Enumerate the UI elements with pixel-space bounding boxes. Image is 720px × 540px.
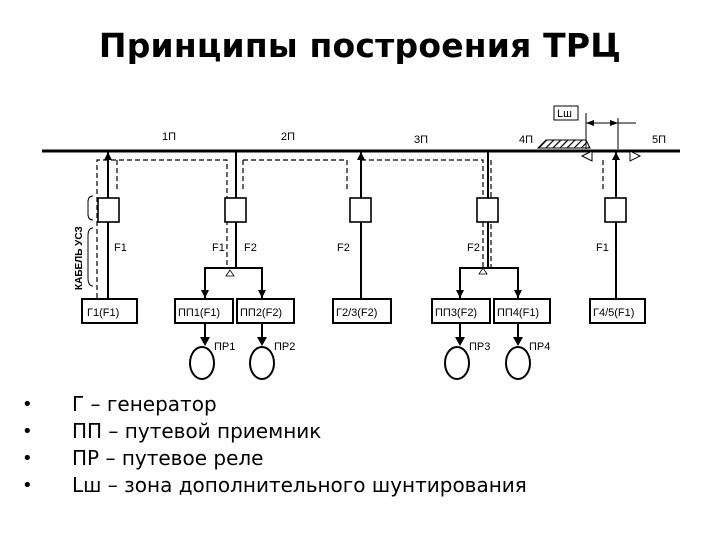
trc-circuit-diagram: 1П 2П 3П 4П 5П Lш КАБЕЛЬ УСЗ	[42, 105, 680, 380]
legend-list: •Г – генератор •ПП – путевой приемник •П…	[22, 391, 527, 499]
receiver-splits	[204, 267, 519, 298]
relay-arrow-2	[257, 337, 267, 346]
legend-item: •Г – генератор	[22, 392, 217, 416]
relay-label-4: ПР4	[529, 341, 550, 353]
relay-label-1: ПР1	[214, 341, 235, 353]
equipment-boxes	[81, 298, 646, 324]
f1-label-g1: F1	[114, 242, 127, 254]
cable-label: КАБЕЛЬ УСЗ	[74, 226, 85, 290]
box-pp4: ПП4(F1)	[497, 307, 539, 319]
legend-text: Lш – зона дополнительного шунтирования	[72, 473, 527, 497]
box-pp3: ПП3(F2)	[435, 307, 477, 319]
f2-label-pp2: F2	[244, 242, 257, 254]
relay-label-2: ПР2	[274, 341, 295, 353]
arrow-up-g1	[104, 152, 112, 160]
legend-item: •Lш – зона дополнительного шунтирования	[22, 473, 527, 497]
section-label-4p: 4П	[519, 134, 533, 146]
arrow-open-pp1	[225, 269, 235, 277]
section-label-1p: 1П	[162, 131, 176, 143]
zone-arrow-right	[610, 120, 618, 126]
legend-text: ПР – путевое реле	[72, 446, 264, 470]
section-label-3p: 3П	[414, 134, 428, 146]
f2-label-g23: F2	[337, 242, 350, 254]
box-g23: Г2/3(F2)	[336, 307, 377, 319]
box-pp1: ПП1(F1)	[178, 307, 220, 319]
arrow-open-pp3	[478, 267, 488, 275]
zone-label-box	[553, 105, 579, 121]
f1-label-pp1: F1	[212, 242, 225, 254]
box-pp2: ПП2(F2)	[240, 307, 282, 319]
arrow-up-g23	[357, 152, 365, 160]
legend-text: Г – генератор	[72, 392, 217, 416]
arrow-down-pp1	[201, 290, 209, 298]
zone-arrow-left	[586, 120, 594, 126]
cable-brace-2	[87, 227, 94, 287]
legend-item: •ПР – путевое реле	[22, 446, 264, 470]
legend-text: ПП – путевой приемник	[72, 419, 322, 443]
cable-brace-1	[87, 195, 94, 221]
taps	[107, 151, 617, 298]
legend-item: •ПП – путевой приемник	[22, 419, 322, 443]
arrow-down-pp4	[514, 290, 522, 298]
relay-arrow-4	[513, 337, 523, 346]
section-label-2p: 2П	[281, 131, 295, 143]
f1-label-g45: F1	[596, 242, 609, 254]
shunting-zone-hatch	[536, 139, 591, 149]
box-g45: Г4/5(F1)	[593, 307, 634, 319]
arrow-down-pp3	[456, 290, 464, 298]
joint-triangle-left	[580, 150, 593, 162]
page-title: Принципы построения ТРЦ	[98, 26, 622, 65]
f2-label-pp3: F2	[467, 242, 480, 254]
arrow-down-pp2	[258, 290, 266, 298]
section-label-5p: 5П	[652, 134, 666, 146]
signal-flow-dashed	[96, 159, 604, 298]
box-g1: Г1(F1)	[87, 307, 119, 319]
joint-triangle-right	[629, 150, 642, 162]
zone-label: Lш	[557, 108, 572, 120]
relay-arrow-1	[200, 337, 210, 346]
protection-devices	[97, 197, 627, 223]
arrow-up-g45	[612, 152, 620, 160]
relay-label-3: ПР3	[469, 341, 490, 353]
relay-arrow-3	[455, 337, 465, 346]
relays	[189, 346, 531, 380]
